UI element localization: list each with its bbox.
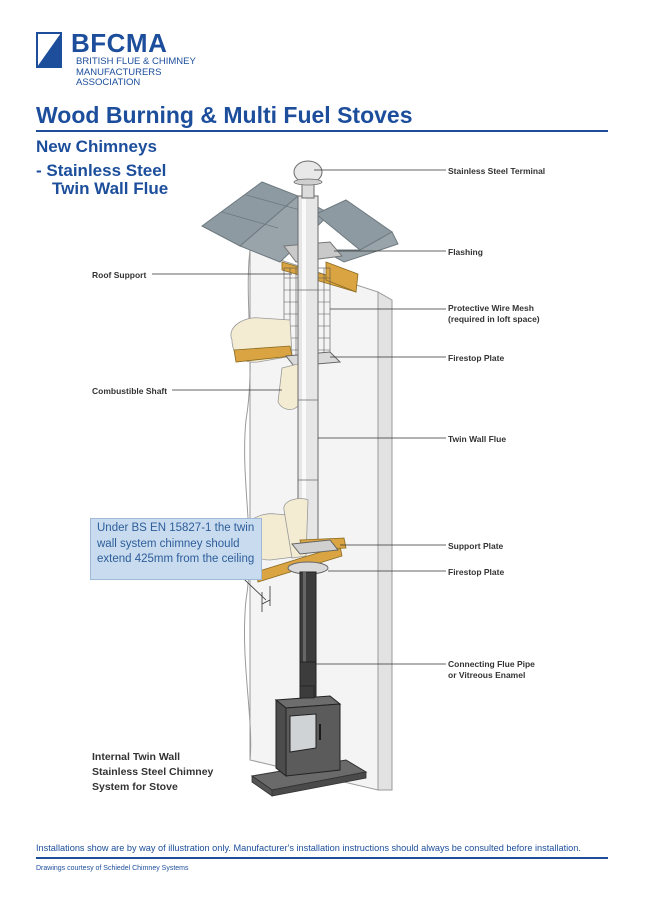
- label-twin-wall-flue: Twin Wall Flue: [448, 434, 507, 444]
- title-divider: [36, 130, 608, 132]
- label-firestop-lower: Firestop Plate: [448, 567, 505, 577]
- stainless-terminal: [293, 160, 323, 199]
- connecting-flue-pipe: [299, 571, 317, 699]
- label-flashing: Flashing: [448, 247, 483, 257]
- logo-title: BFCMA: [71, 28, 168, 58]
- subtitle-stainless-steel: - Stainless Steel: [36, 161, 167, 180]
- label-combustible-shaft: Combustible Shaft: [92, 386, 168, 396]
- footer-divider: [36, 857, 608, 859]
- label-support-plate: Support Plate: [448, 541, 504, 551]
- regulation-callout-text: Under BS EN 15827-1 the twin wall system…: [97, 522, 255, 565]
- leader-lines: [152, 169, 446, 665]
- regulation-callout: [90, 518, 262, 580]
- label-vitreous-enamel: or Vitreous Enamel: [448, 670, 526, 680]
- caption-line-1: Internal Twin Wall: [92, 751, 181, 763]
- label-stainless-terminal: Stainless Steel Terminal: [448, 166, 546, 176]
- twin-wall-flue: [297, 195, 319, 551]
- diagram-caption: Internal Twin Wall Stainless Steel Chimn…: [92, 750, 213, 795]
- page-title: Wood Burning & Multi Fuel Stoves: [36, 102, 413, 128]
- label-wire-mesh: Protective Wire Mesh: [448, 303, 534, 313]
- label-connecting-flue: Connecting Flue Pipe: [448, 659, 535, 669]
- subtitle-twin-wall-flue: Twin Wall Flue: [52, 179, 169, 198]
- drawing-credit: Drawings courtesy of Schiedel Chimney Sy…: [36, 865, 189, 872]
- logo-subtitle: BRITISH FLUE & CHIMNEY MANUFACTURERS ASS…: [76, 56, 196, 88]
- label-wire-mesh-note: (required in loft space): [448, 314, 540, 324]
- label-firestop-upper: Firestop Plate: [448, 353, 505, 363]
- installation-disclaimer: Installations show are by way of illustr…: [36, 843, 581, 853]
- support-plate: [291, 539, 339, 555]
- caption-line-2: Stainless Steel Chimney: [92, 766, 214, 778]
- upper-ceiling-joists: [230, 317, 293, 363]
- stove: [250, 685, 368, 797]
- bfcma-logo-icon: [36, 32, 62, 68]
- subtitle-new-chimneys: New Chimneys: [36, 137, 157, 156]
- caption-line-3: System for Stove: [92, 781, 178, 793]
- label-roof-support: Roof Support: [92, 270, 147, 280]
